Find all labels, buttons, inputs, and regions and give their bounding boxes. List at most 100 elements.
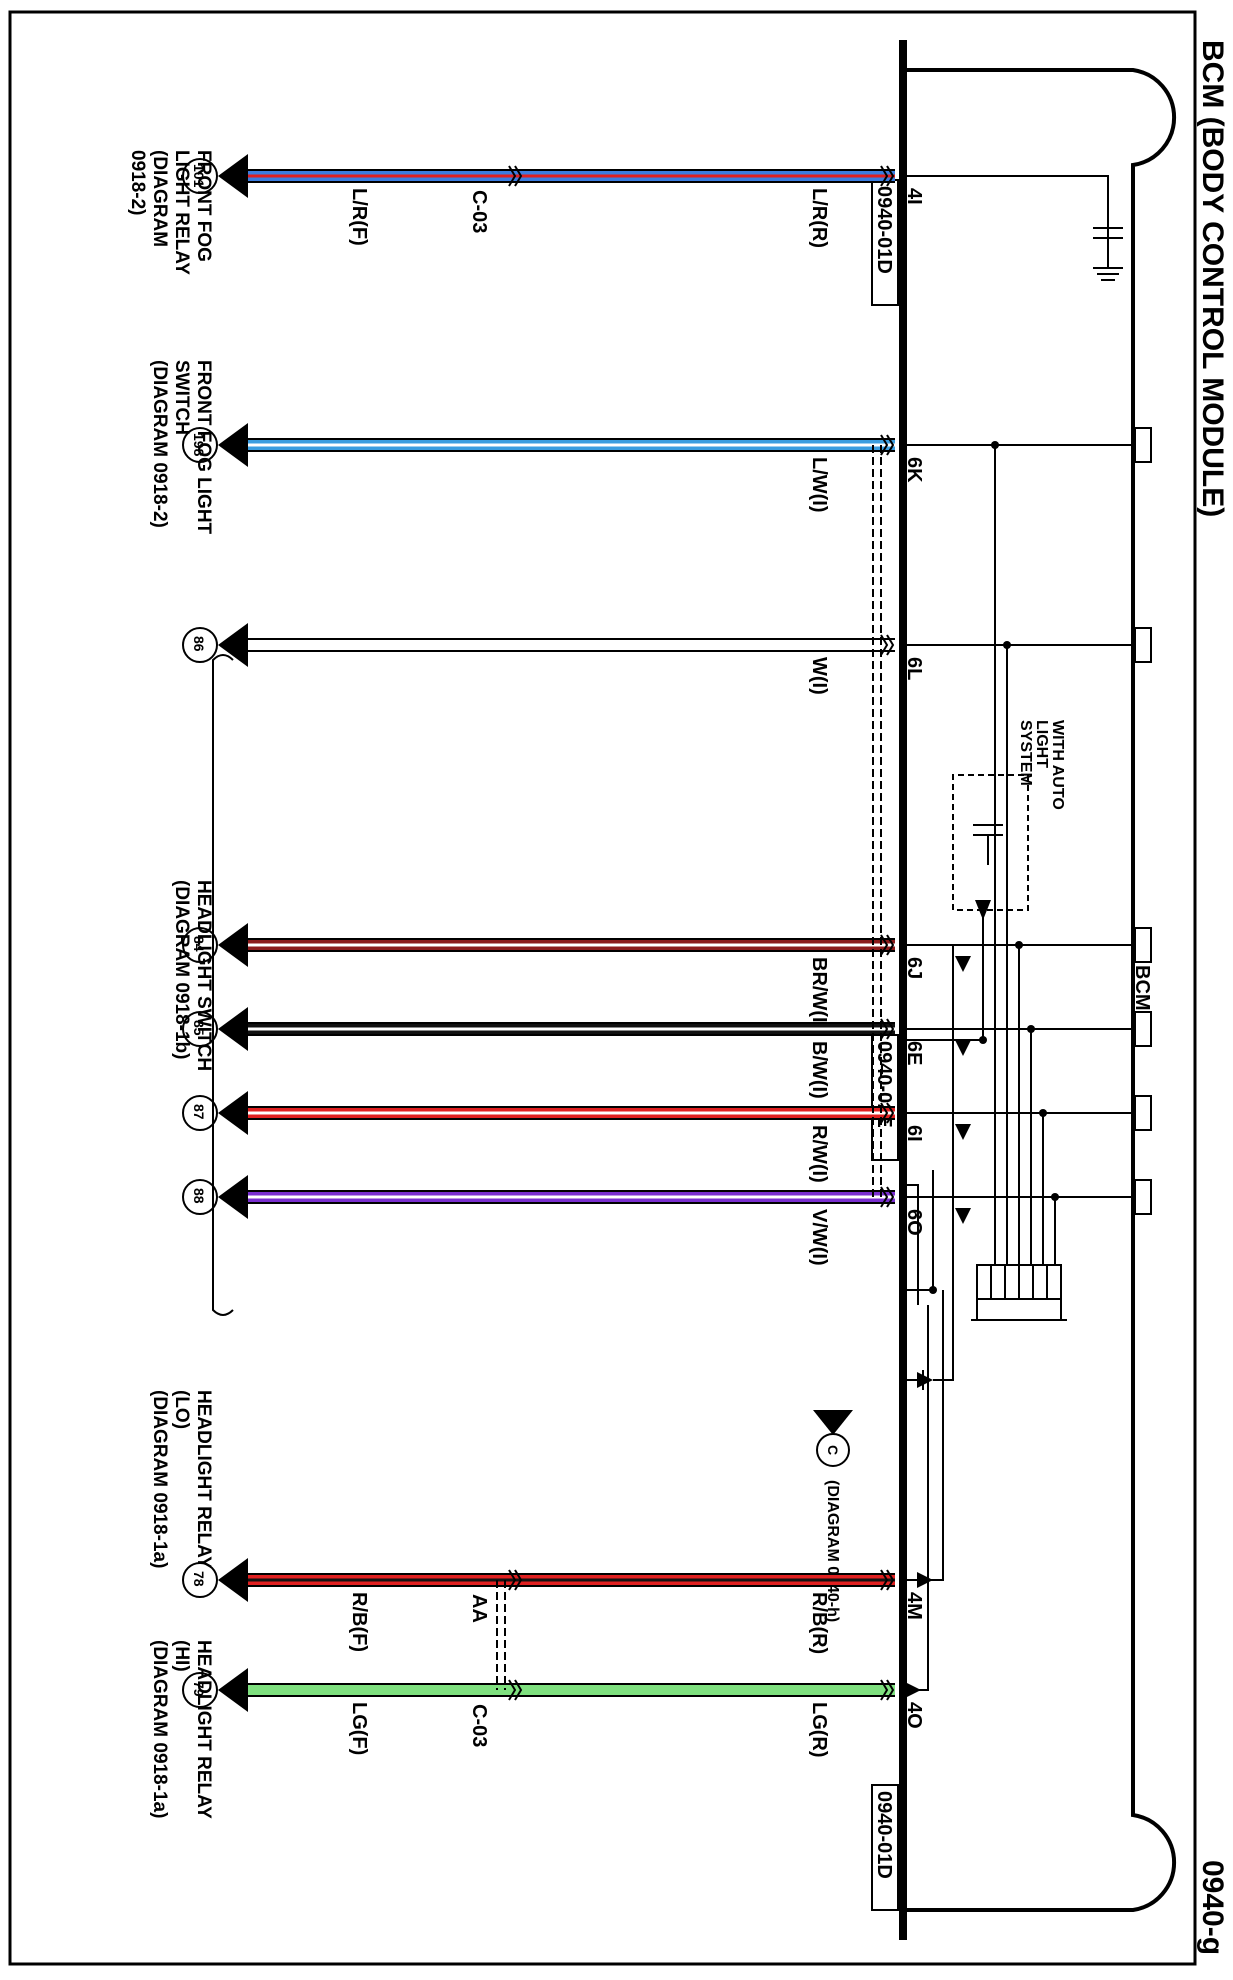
inline-connector-label: AA — [468, 1594, 490, 1623]
wire-2: 6KL/W(I)198 — [182, 423, 925, 513]
dest-circle — [182, 1011, 218, 1047]
wire-tracer-color — [228, 1027, 895, 1031]
dest-circle — [182, 627, 218, 663]
wire-tracer-color — [228, 1688, 895, 1692]
fog-relay-line-4: 0918-2) — [127, 150, 148, 216]
wire-tracer-color — [228, 943, 895, 947]
wire-label-bcm: R/W(I) — [808, 1125, 830, 1183]
wire-arrow — [218, 1091, 248, 1135]
wire-label-bcm: B/W(I) — [808, 1041, 830, 1099]
bcm-label: BCM — [1131, 965, 1153, 1011]
wire-6: 6I R/W(I) 87 — [182, 1091, 925, 1183]
ref-c-letter: C — [825, 1445, 841, 1455]
wire-arrow — [218, 1558, 248, 1602]
relay-lo-line-1: HEADLIGHT RELAY — [193, 1390, 214, 1569]
ref-c: C (DIAGRAM 0940-h) — [813, 1410, 853, 1622]
inline-connector-label: C-03 — [468, 1704, 490, 1747]
bcm-housing — [901, 68, 1177, 1912]
auto-light-note-3: SYSTEM — [1017, 720, 1034, 786]
connector-bottom-label: 0940-01D — [873, 1791, 895, 1879]
dest-number: 88 — [191, 1188, 207, 1204]
pin-label: 6O — [903, 1209, 925, 1236]
relay-lo-line-3: (DIAGRAM 0918-1a) — [149, 1390, 170, 1568]
headlight-switch-line-1: HEADLIGHT SWITCH — [193, 880, 214, 1071]
dest-circle — [182, 927, 218, 963]
fog-relay-line-2: LIGHT RELAY — [171, 150, 192, 275]
connector-tag-bottom: 0940-01D — [871, 1784, 899, 1911]
relay-hi-line-1: HEADLIGHT RELAY — [193, 1640, 214, 1819]
wire-tracer-color — [228, 443, 895, 447]
inline-connector-chevron — [508, 165, 523, 187]
wire-1: 4IL/R(R)C-03L/R(F)101 — [182, 154, 925, 248]
connector-tag-top: 0940-01D — [871, 179, 899, 306]
pin-label: 6E — [903, 1041, 925, 1065]
dest-circle — [182, 1672, 218, 1708]
dest-headlight-switch: HEADLIGHT SWITCH (DIAGRAM 0918-1b) — [171, 654, 234, 1316]
inline-connector-chevron — [508, 1569, 523, 1591]
wire-label-bcm: R/B(R) — [808, 1592, 830, 1654]
dest-headlight-relay-hi: HEADLIGHT RELAY (HI) (DIAGRAM 0918-1a) — [149, 1640, 214, 1819]
dest-circle — [182, 1095, 218, 1131]
auto-light-note-1: WITH AUTO — [1049, 720, 1066, 810]
wire-label-bcm: W(I) — [808, 657, 830, 695]
dest-number: 86 — [191, 636, 207, 652]
fog-relay-line-3: (DIAGRAM — [149, 150, 170, 247]
wire-arrow — [218, 1668, 248, 1712]
wire-arrow — [218, 923, 248, 967]
dest-number: 79 — [191, 1681, 207, 1697]
bcm-diodes — [905, 441, 1059, 1698]
auto-light-note-2: LIGHT — [1033, 720, 1050, 768]
wire-arrow — [218, 1007, 248, 1051]
wire-3: 6L W(I) 86 — [182, 623, 925, 695]
page-border — [8, 10, 1197, 1966]
wire-7: 6O V/W(I) 88 — [182, 1175, 925, 1266]
fog-relay-line-1: FRONT FOG — [193, 150, 214, 262]
pin-label: 6K — [903, 457, 925, 483]
wire-label-bcm: L/W(I) — [808, 457, 830, 513]
connector-tag-middle: 0940-01E — [871, 1034, 899, 1161]
fog-switch-line-3: (DIAGRAM 0918-2) — [149, 360, 170, 528]
wire-label-bcm: V/W(I) — [808, 1209, 830, 1266]
wire-arrow — [218, 623, 248, 667]
pin-label: 6L — [903, 657, 925, 680]
wire-arrow — [218, 423, 248, 467]
dest-number: 101 — [191, 164, 207, 188]
relay-lo-line-2: (LO) — [171, 1390, 192, 1429]
dest-circle — [182, 1562, 218, 1598]
dest-number: 87 — [191, 1104, 207, 1120]
connector-top-label: 0940-01D — [873, 186, 895, 274]
inline-connector-label: C-03 — [468, 190, 490, 233]
dest-number: 84 — [191, 936, 207, 952]
fog-switch-line-1: FRONT FOG LIGHT — [193, 360, 214, 535]
wire-arrow — [218, 1175, 248, 1219]
pin-label: 6I — [903, 1125, 925, 1142]
wire-label-far: R/B(F) — [348, 1592, 370, 1652]
connector-chevron — [880, 1186, 895, 1208]
connector-chevron — [880, 934, 895, 956]
wire-5: 6EB/W(I)85 — [182, 1007, 925, 1099]
pin-label: 4M — [903, 1592, 925, 1620]
dest-circle — [182, 158, 218, 194]
wire-tracer-color — [228, 1195, 895, 1199]
bcm-internal-circuit — [903, 175, 1152, 1691]
dest-circle — [182, 1179, 218, 1215]
connector-chevron — [880, 1679, 895, 1701]
connector-chevron — [880, 434, 895, 456]
wire-group: 4IL/R(R)C-03L/R(F)1016KL/W(I)1986LW(I)86… — [182, 154, 925, 1758]
wire-label-bcm: L/R(R) — [808, 188, 830, 248]
wire-arrow — [218, 154, 248, 198]
connector-chevron — [880, 1018, 895, 1040]
dest-circle — [182, 427, 218, 463]
fog-switch-line-2: SWITCH — [171, 360, 192, 435]
headlight-switch-line-2: (DIAGRAM 0918-1b) — [171, 880, 192, 1059]
inline-connector-chevron — [508, 1679, 523, 1701]
relay-hi-line-2: (HI) — [171, 1640, 192, 1672]
wire-tracer-color — [228, 643, 895, 647]
connector-chevron — [880, 1569, 895, 1591]
dest-number: 78 — [191, 1571, 207, 1587]
diagram-id: 0940-g — [1196, 1860, 1229, 1955]
dest-fog-relay: FRONT FOG LIGHT RELAY (DIAGRAM 0918-2) — [127, 150, 214, 275]
